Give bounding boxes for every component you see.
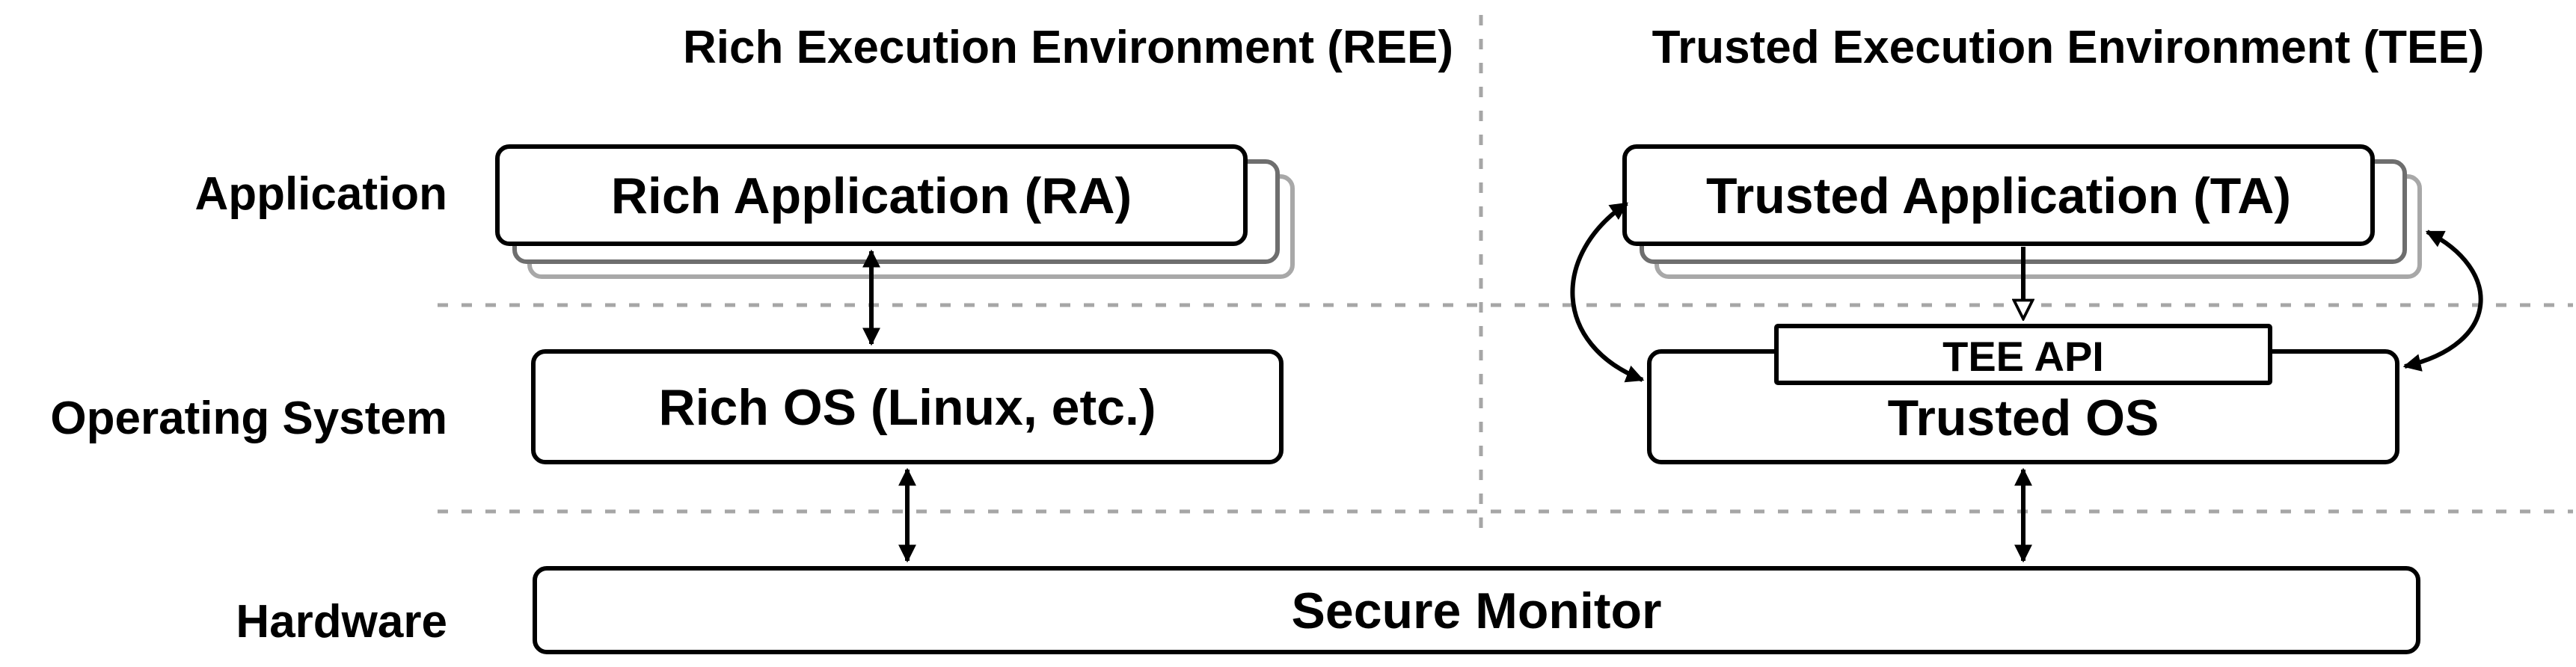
row-label-hardware: Hardware xyxy=(236,596,447,648)
rich-application-label: Rich Application (RA) xyxy=(611,167,1132,224)
rich-os: Rich OS (Linux, etc.) xyxy=(531,349,1284,464)
secure-monitor-box xyxy=(533,566,2420,654)
ree-header: Rich Execution Environment (REE) xyxy=(683,22,1453,73)
trusted-application-stack: Trusted Application (TA) xyxy=(1622,144,2422,279)
tee-api-label: TEE API xyxy=(1942,333,2104,380)
row-label-operating-system: Operating System xyxy=(50,393,447,444)
secure-monitor: Secure Monitor xyxy=(533,566,2420,654)
trusted-os-label: Trusted OS xyxy=(1888,390,2159,446)
tee-api-box xyxy=(1774,324,2272,385)
rich-application-box xyxy=(495,144,1248,246)
trusted-application-box xyxy=(1622,144,2375,246)
rich-os-label: Rich OS (Linux, etc.) xyxy=(659,379,1156,436)
secure-monitor-label: Secure Monitor xyxy=(1292,583,1662,639)
rich-os-box xyxy=(531,349,1284,464)
arrow-left-ta-trustedos xyxy=(1570,201,1645,383)
tee-header: Trusted Execution Environment (TEE) xyxy=(1652,22,2485,73)
rich-application-stack: Rich Application (RA) xyxy=(495,144,1295,279)
row-label-application: Application xyxy=(194,168,447,220)
trusted-application-label: Trusted Application (TA) xyxy=(1706,167,2291,224)
arrow-right-ta-trustedos xyxy=(2402,230,2483,372)
trusted-os: Trusted OS TEE API xyxy=(1647,324,2399,464)
